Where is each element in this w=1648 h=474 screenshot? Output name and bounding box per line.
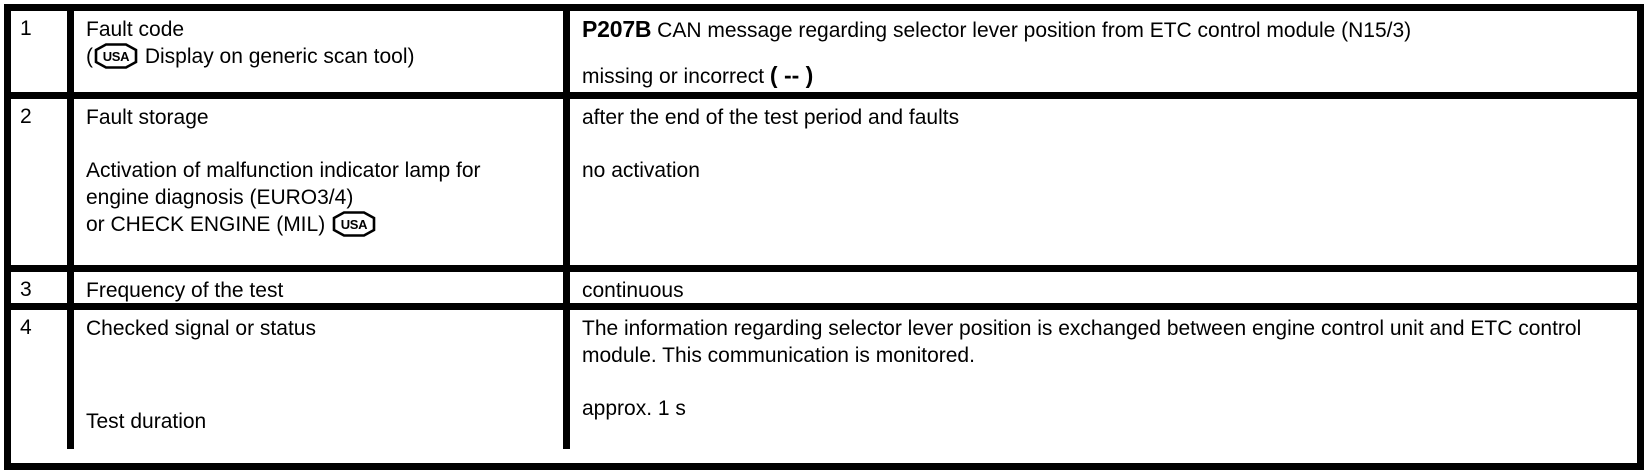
spacer (86, 382, 563, 408)
row-label-cell: Checked signal or status Test duration (74, 310, 570, 449)
usa-badge-icon: USA (332, 211, 376, 237)
fault-code-label: Fault code (86, 18, 185, 41)
fault-code: P207B (582, 16, 652, 42)
checked-signal-value: The information regarding selector lever… (582, 317, 1582, 367)
row-value-cell: continuous (570, 272, 1637, 303)
row-number-cell: 1 (11, 11, 74, 92)
scan-tool-text: Display on generic scan tool) (139, 45, 415, 68)
checked-signal-label: Checked signal or status (86, 317, 316, 340)
fault-diagnostic-table: 1 Fault code ( USA Display on generic sca… (4, 4, 1644, 470)
paren-open: ( (86, 45, 93, 68)
test-frequency-value: continuous (582, 279, 684, 302)
row-number: 4 (20, 316, 32, 339)
svg-text:USA: USA (341, 217, 368, 232)
svg-text:USA: USA (103, 49, 130, 64)
fault-code-description-cont: missing or incorrect (582, 65, 770, 88)
fault-code-marker: ( -- ) (769, 62, 814, 88)
fault-storage-value: after the end of the test period and fau… (582, 106, 960, 129)
mil-activation-label-line-2: engine diagnosis (EURO3/4) (86, 186, 354, 209)
fault-code-description: CAN message regarding selector lever pos… (651, 19, 1412, 42)
row-number-cell: 3 (11, 272, 74, 303)
table-row: 2 Fault storage Activation of malfunctio… (11, 99, 1637, 272)
test-frequency-label: Frequency of the test (86, 279, 284, 302)
row-number: 3 (20, 278, 32, 301)
row-number: 2 (20, 105, 32, 128)
fault-storage-label: Fault storage (86, 106, 209, 129)
check-engine-label: or CHECK ENGINE (MIL) USA (86, 211, 563, 238)
usa-badge-icon: USA (94, 43, 138, 69)
row-number-cell: 2 (11, 99, 74, 265)
row-value-cell: The information regarding selector lever… (570, 310, 1637, 449)
test-duration-label: Test duration (86, 410, 207, 433)
row-number: 1 (20, 17, 32, 40)
fault-code-value-line-2: missing or incorrect ( -- ) (582, 62, 1637, 90)
table-row: 1 Fault code ( USA Display on generic sca… (11, 11, 1637, 99)
row-label-cell: Frequency of the test (74, 272, 570, 303)
row-label-cell: Fault storage Activation of malfunction … (74, 99, 570, 265)
spacer (582, 131, 1637, 157)
row-value-cell: after the end of the test period and fau… (570, 99, 1637, 265)
row-label-cell: Fault code ( USA Display on generic scan … (74, 11, 570, 92)
table-row: 4 Checked signal or status Test duration… (11, 310, 1637, 449)
check-engine-text: or CHECK ENGINE (MIL) (86, 213, 332, 236)
scan-tool-note: ( USA Display on generic scan tool) (86, 43, 563, 70)
table-row: 3 Frequency of the test continuous (11, 272, 1637, 310)
fault-code-value-line: P207B CAN message regarding selector lev… (582, 16, 1637, 44)
spacer (582, 44, 1637, 62)
spacer (86, 342, 563, 382)
test-duration-value: approx. 1 s (582, 397, 686, 420)
row-value-cell: P207B CAN message regarding selector lev… (570, 11, 1637, 92)
spacer (582, 369, 1637, 395)
mil-activation-value: no activation (582, 159, 700, 182)
row-number-cell: 4 (11, 310, 74, 449)
mil-activation-label-line-1: Activation of malfunction indicator lamp… (86, 159, 481, 182)
spacer (86, 131, 563, 157)
